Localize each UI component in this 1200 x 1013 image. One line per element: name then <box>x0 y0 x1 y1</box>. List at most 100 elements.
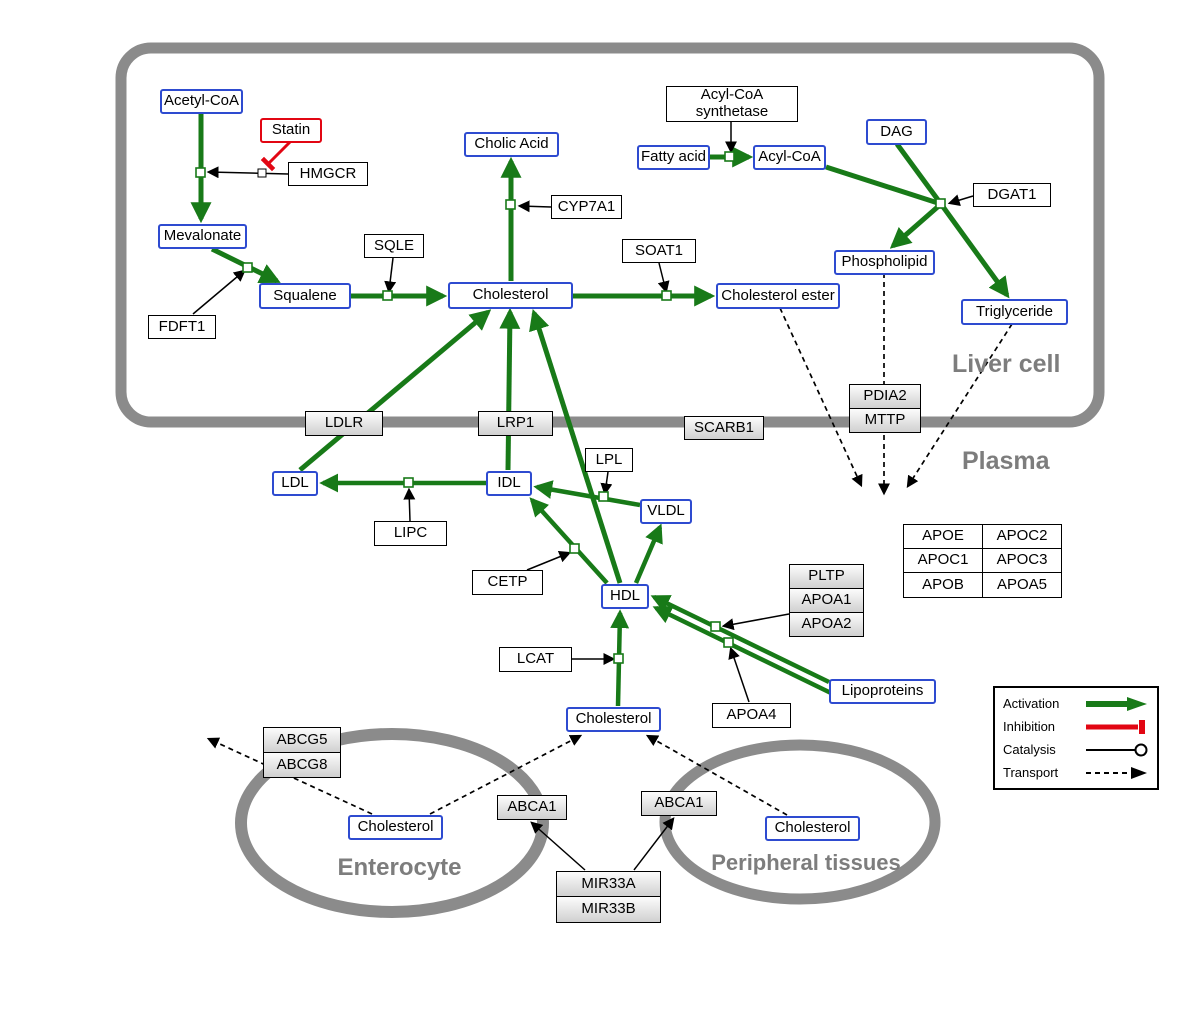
node-cetp[interactable]: CETP <box>472 570 543 595</box>
node-dgat1[interactable]: DGAT1 <box>973 183 1051 207</box>
node-apoa5[interactable]: APOA5 <box>982 572 1062 598</box>
node-dag[interactable]: DAG <box>866 119 927 145</box>
catalysis-anchor-hmgcr <box>257 168 267 178</box>
plasma-label: Plasma <box>962 447 1050 475</box>
node-scarb1[interactable]: SCARB1 <box>684 416 764 440</box>
inhibition-tbar-icon <box>1086 719 1145 734</box>
node-vldl[interactable]: VLDL <box>640 499 692 524</box>
node-cholesterol-peripheral[interactable]: Cholesterol <box>765 816 860 841</box>
edge-hdl-vldl <box>633 523 663 584</box>
node-mir33b[interactable]: MIR33B <box>556 896 661 923</box>
catalysis-soat1 <box>657 262 670 294</box>
node-sqle[interactable]: SQLE <box>364 234 424 258</box>
node-cholesterol-ester[interactable]: Cholesterol ester <box>716 283 840 309</box>
catalysis-hmgcr <box>206 166 289 179</box>
arrow-mir33-abca1-enterocyte <box>530 821 586 871</box>
transport-cholesterolester-plasma <box>779 307 863 488</box>
node-soat1[interactable]: SOAT1 <box>622 239 696 263</box>
node-squalene[interactable]: Squalene <box>259 283 351 309</box>
legend-catalysis-label: Catalysis <box>1003 742 1056 757</box>
node-ldlr[interactable]: LDLR <box>305 411 383 436</box>
node-cholesterol-enterocyte[interactable]: Cholesterol <box>348 815 443 840</box>
catalysis-lipc <box>403 487 416 522</box>
edge-lipoproteins-hdl-lower <box>652 605 834 697</box>
catalysis-circle-icon <box>1086 743 1148 756</box>
catalysis-cyp7a1 <box>517 200 552 213</box>
transport-enterocyte-cholesterol-plasma <box>429 734 583 815</box>
node-apoa4[interactable]: APOA4 <box>712 703 791 728</box>
node-apoc2[interactable]: APOC2 <box>982 524 1062 549</box>
edge-vldl-idl <box>533 480 641 508</box>
node-apoc3[interactable]: APOC3 <box>982 548 1062 573</box>
reaction-anchor <box>382 290 393 301</box>
node-apoe[interactable]: APOE <box>903 524 983 549</box>
node-cholic-acid[interactable]: Cholic Acid <box>464 132 559 157</box>
transport-enterocyte-efflux-abcg <box>206 737 373 815</box>
node-hmgcr[interactable]: HMGCR <box>288 162 368 186</box>
legend-row-inhibition: Inhibition <box>1003 716 1149 738</box>
catalysis-apoa4 <box>728 646 750 703</box>
catalysis-fdft1 <box>192 269 246 315</box>
node-statin[interactable]: Statin <box>260 118 322 143</box>
reaction-anchor <box>195 167 206 178</box>
node-cyp7a1[interactable]: CYP7A1 <box>551 195 622 219</box>
node-abcg5[interactable]: ABCG5 <box>263 727 341 753</box>
node-mttp[interactable]: MTTP <box>849 408 921 433</box>
node-pltp[interactable]: PLTP <box>789 564 864 589</box>
legend-activation-label: Activation <box>1003 696 1060 711</box>
enterocyte-label: Enterocyte <box>337 854 462 881</box>
edge-hdl-cholesterol <box>529 308 623 584</box>
catalysis-cetp <box>526 551 572 571</box>
edge-dgat1node-triglyceride <box>938 202 1010 299</box>
reaction-anchor <box>613 653 624 664</box>
node-apoa1[interactable]: APOA1 <box>789 588 864 613</box>
node-apob[interactable]: APOB <box>903 572 983 598</box>
peripheral-tissues-label: Peripheral tissues <box>711 850 901 875</box>
inhibition-statin-hmgcr <box>260 140 292 172</box>
reaction-anchor <box>403 477 414 488</box>
edge-ldl-cholesterol-via-ldlr <box>298 309 492 472</box>
catalysis-dgat1 <box>947 194 974 206</box>
reaction-anchor <box>242 262 253 273</box>
legend-row-transport: Transport <box>1003 762 1149 784</box>
edge-lipoproteins-hdl-upper <box>650 594 830 685</box>
node-phospholipid[interactable]: Phospholipid <box>834 250 935 275</box>
node-lipoproteins[interactable]: Lipoproteins <box>829 679 936 704</box>
node-acyl-coa[interactable]: Acyl-CoA <box>753 145 826 170</box>
legend-inhibition-label: Inhibition <box>1003 719 1056 734</box>
node-mir33a[interactable]: MIR33A <box>556 871 661 897</box>
node-ldl[interactable]: LDL <box>272 471 318 496</box>
node-triglyceride[interactable]: Triglyceride <box>961 299 1068 325</box>
node-apoc1[interactable]: APOC1 <box>903 548 983 573</box>
reaction-anchor <box>724 151 735 162</box>
node-lpl[interactable]: LPL <box>585 448 633 472</box>
node-acetyl-coa[interactable]: Acetyl-CoA <box>160 89 243 114</box>
node-hdl[interactable]: HDL <box>601 584 649 609</box>
activation-arrow-icon <box>1086 696 1147 711</box>
node-cholesterol-liver[interactable]: Cholesterol <box>448 282 573 309</box>
reaction-anchor <box>710 621 721 632</box>
node-acyl-coa-synthetase[interactable]: Acyl-CoA synthetase <box>666 86 798 122</box>
reaction-anchor <box>598 491 609 502</box>
node-abca1-enterocyte[interactable]: ABCA1 <box>497 795 567 820</box>
node-abca1-peripheral[interactable]: ABCA1 <box>641 791 717 816</box>
reaction-anchor <box>723 637 734 648</box>
node-pdia2[interactable]: PDIA2 <box>849 384 921 409</box>
legend-row-activation: Activation <box>1003 693 1149 715</box>
node-lrp1[interactable]: LRP1 <box>478 411 553 436</box>
node-idl[interactable]: IDL <box>486 471 532 496</box>
node-lipc[interactable]: LIPC <box>374 521 447 546</box>
catalysis-lpl <box>600 471 613 496</box>
node-cholesterol-plasma[interactable]: Cholesterol <box>566 707 661 732</box>
node-lcat[interactable]: LCAT <box>499 647 572 672</box>
legend-transport-label: Transport <box>1003 765 1059 780</box>
node-mevalonate[interactable]: Mevalonate <box>158 224 247 249</box>
node-fatty-acid[interactable]: Fatty acid <box>637 145 710 170</box>
edge-acylcoa-dgat1node <box>825 164 942 207</box>
node-abcg8[interactable]: ABCG8 <box>263 752 341 778</box>
node-fdft1[interactable]: FDFT1 <box>148 315 216 339</box>
node-apoa2[interactable]: APOA2 <box>789 612 864 637</box>
